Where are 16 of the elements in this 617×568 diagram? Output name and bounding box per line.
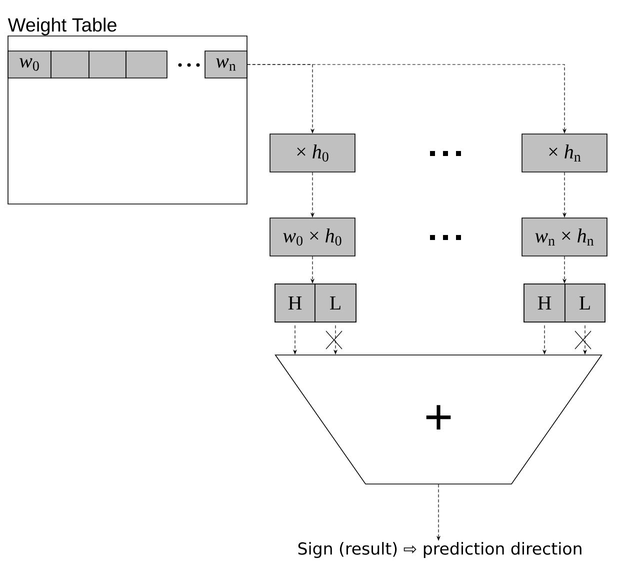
value-cell: w$_{n}$ × h$_{n}$	[522, 218, 608, 256]
value-cell: H	[524, 284, 566, 322]
adder-trapezoid: +	[274, 354, 602, 484]
result-text: Sign (result) ⇨ prediction direction	[298, 542, 582, 558]
value-cell: w$_{0}$	[8, 50, 52, 78]
value-cell: L	[314, 284, 356, 322]
value-cell	[50, 50, 90, 78]
node-label: Weight Table	[8, 18, 116, 36]
value-cell	[88, 50, 126, 78]
value-cell: H	[274, 284, 316, 322]
value-cell: × h$_{n}$	[522, 134, 608, 172]
value-cell: w$_{0}$ × h$_{0}$	[270, 218, 356, 256]
value-cell	[126, 50, 168, 78]
value-cell: × h$_{0}$	[270, 134, 356, 172]
value-cell: L	[564, 284, 606, 322]
value-cell: w$_{n}$	[204, 50, 248, 78]
